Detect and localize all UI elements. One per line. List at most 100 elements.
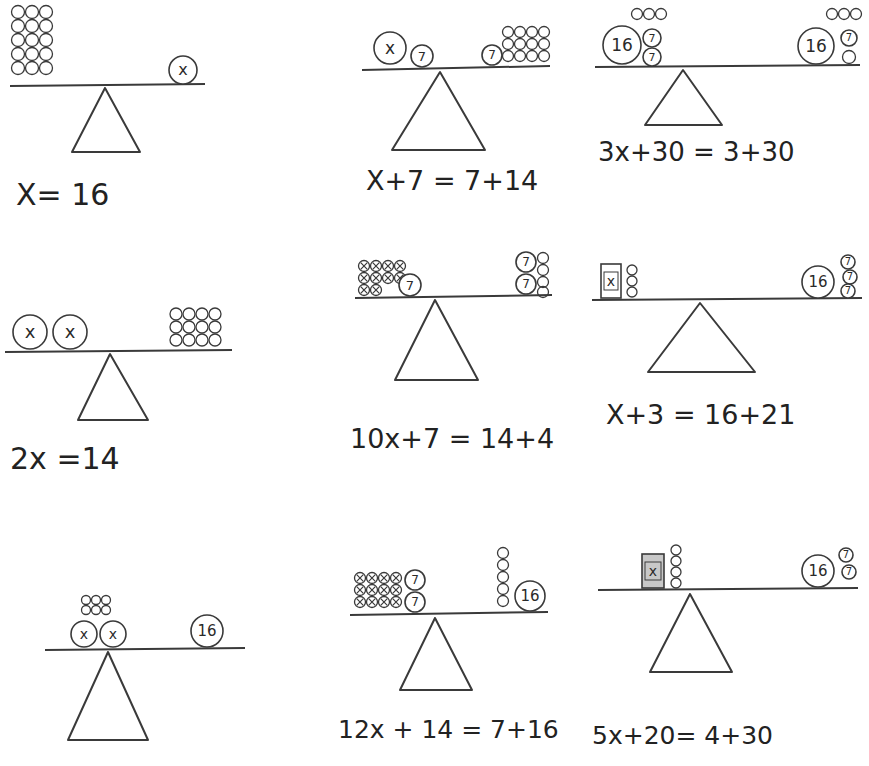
weight-circle: 16 [801,265,835,299]
unit-outline [102,596,111,605]
unit-outline [498,548,509,559]
unit-outline [359,273,370,284]
unit-circle [183,321,195,333]
unit-outline [209,334,221,346]
cross-mark [373,275,380,282]
circle-shape [405,570,425,590]
unit-outline [40,20,53,33]
unit-circle [671,567,681,577]
unit-outline [656,9,667,20]
unit-circle [209,334,221,346]
unit-outline [40,34,53,47]
circle-shape [169,56,197,84]
balance-plank [45,648,245,650]
unit-circle [503,51,514,62]
unit-outline [40,62,53,75]
unit-outline [183,321,195,333]
box-inner [604,272,618,290]
circle-shape [802,266,834,298]
unit-outline [538,265,549,276]
cross-mark [393,599,400,606]
weight-circle: 7 [642,47,662,67]
unit-circle [839,9,850,20]
balance-plank [10,84,205,86]
equation-label: X= 16 [16,178,109,211]
unit-circle [183,308,195,320]
circle-shape [399,274,421,296]
unit-outline [627,287,637,297]
circle-shape [100,621,126,647]
circle-shape [411,45,433,67]
unit-outline [371,273,382,284]
unit-circle [539,39,550,50]
unit-outline [527,39,538,50]
weight-value: 16 [808,564,827,579]
cross-mark [381,587,388,594]
weight-circle: 7 [404,591,426,613]
weight-circle: x [168,55,198,85]
unit-outline [355,597,366,608]
unit-circle [515,51,526,62]
unit-outline [196,321,208,333]
unit-outline [371,285,382,296]
cross-mark [385,275,392,282]
unit-circle [843,51,856,64]
unit-outline [355,585,366,596]
unit-outline [498,560,509,571]
fulcrum-triangle [650,594,732,672]
unit-circle [383,273,394,284]
unit-outline [12,48,25,61]
unit-outline [538,253,549,264]
circle-shape [374,32,406,64]
unit-circle [391,573,402,584]
unit-circle [170,321,182,333]
unit-circle [196,308,208,320]
unit-circle [12,62,25,75]
unit-circle [170,308,182,320]
weight-value: 16 [520,589,539,604]
fulcrum-triangle [392,72,485,150]
unit-outline [359,285,370,296]
fulcrum-triangle [648,303,755,372]
unit-outline [379,573,390,584]
weight-value: 7 [522,256,530,268]
unit-circle [92,606,101,615]
weight-value: 7 [845,257,851,267]
box-shape [601,264,621,298]
unit-circle [26,6,39,19]
unit-circle [12,20,25,33]
unit-outline [82,596,91,605]
cross-mark [393,575,400,582]
unit-outline [40,6,53,19]
unit-outline [183,308,195,320]
unit-circle [40,48,53,61]
unit-outline [843,51,856,64]
unit-circle [539,51,550,62]
cross-mark [369,587,376,594]
unit-circle [498,584,509,595]
unit-outline [355,573,366,584]
unit-circle [359,261,370,272]
unit-circle [527,39,538,50]
unit-circle [371,273,382,284]
weight-value: x [607,274,615,288]
unit-outline [527,51,538,62]
cross-mark [373,287,380,294]
variable-box: x [600,263,622,299]
circle-shape [643,29,661,47]
weight-value: 7 [649,33,656,44]
circle-shape [516,274,536,294]
unit-circle [391,597,402,608]
unit-outline [92,596,101,605]
unit-circle [355,597,366,608]
unit-circle [102,606,111,615]
cross-mark [361,275,368,282]
unit-outline [395,261,406,272]
unit-circle [209,308,221,320]
weight-value: x [109,627,117,641]
unit-circle [12,34,25,47]
weight-circle: 7 [840,283,856,299]
unit-circle [40,34,53,47]
unit-circle [359,285,370,296]
